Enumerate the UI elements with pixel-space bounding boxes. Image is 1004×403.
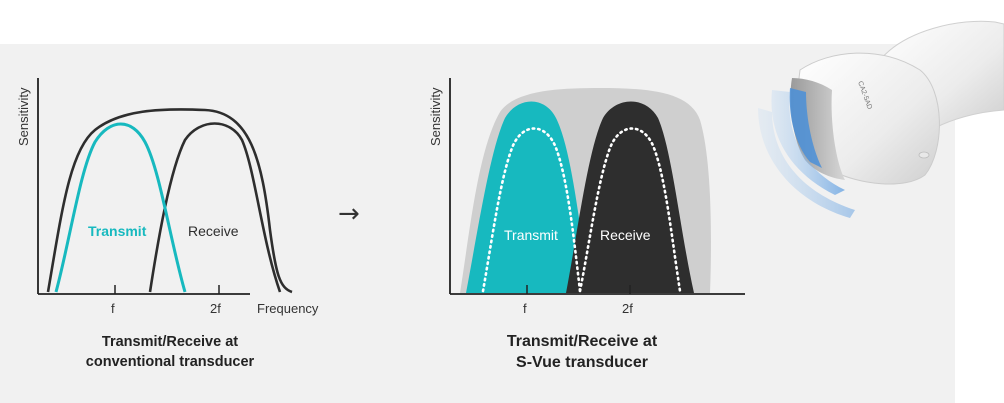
right-receive-dotted-curve [578, 127, 682, 293]
left-tick-label-2f: 2f [210, 301, 221, 316]
right-tick-label-2f: 2f [622, 301, 633, 316]
left-diagram: Sensitivity Frequency f 2f Transmit Rece… [16, 78, 319, 370]
right-transmit-dotted-curve [481, 127, 582, 293]
left-transmit-curve [54, 122, 187, 293]
left-caption-line1: Transmit/Receive at [102, 334, 238, 350]
left-transmit-label: Transmit [88, 223, 147, 239]
right-diagram: Sensitivity f 2f Transmit Receive Transm… [428, 78, 745, 371]
right-caption-line1: Transmit/Receive at [507, 333, 658, 350]
right-caption-line2: S-Vue transducer [516, 354, 648, 371]
left-receive-label: Receive [188, 223, 239, 239]
right-transmit-area [466, 101, 590, 293]
left-xlabel: Frequency [257, 301, 319, 316]
ultrasound-probe-icon: CA2-5AD [758, 20, 1004, 218]
left-ylabel: Sensitivity [16, 87, 31, 146]
right-ylabel: Sensitivity [428, 87, 443, 146]
transition-arrow: → [338, 199, 360, 229]
right-tick-label-f: f [523, 301, 527, 316]
left-receive-curve [148, 122, 282, 293]
left-caption-line2: conventional transducer [86, 354, 255, 370]
right-receive-area [566, 101, 694, 293]
right-receive-label: Receive [600, 227, 651, 243]
right-transmit-label: Transmit [504, 227, 558, 243]
left-tick-label-f: f [111, 301, 115, 316]
left-envelope-curve [46, 108, 293, 294]
